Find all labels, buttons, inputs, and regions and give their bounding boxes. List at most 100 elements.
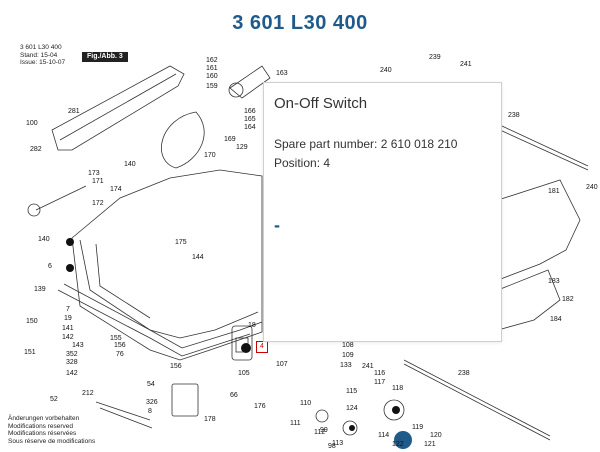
part-number-140-top[interactable]: 140 xyxy=(124,161,136,168)
drawing-footer: Änderungen vorbehalten Modifications res… xyxy=(8,415,95,445)
part-number-156-b[interactable]: 156 xyxy=(170,363,182,370)
part-number-160[interactable]: 160 xyxy=(206,73,218,80)
part-number-66[interactable]: 66 xyxy=(230,392,238,399)
part-number-114[interactable]: 114 xyxy=(378,432,390,439)
part-number-117[interactable]: 117 xyxy=(374,379,386,386)
part-number-151[interactable]: 151 xyxy=(24,349,36,356)
spare-part-number: Spare part number: 2 610 018 210 xyxy=(274,137,458,151)
part-number-122[interactable]: 122 xyxy=(392,441,404,448)
part-number-109[interactable]: 109 xyxy=(342,352,354,359)
part-number-99[interactable]: 99 xyxy=(320,427,328,434)
part-number-133[interactable]: 133 xyxy=(340,362,352,369)
part-281-bracket xyxy=(51,65,185,151)
part-number-108[interactable]: 108 xyxy=(342,342,354,349)
part-number-119[interactable]: 119 xyxy=(412,424,424,431)
part-number-241[interactable]: 241 xyxy=(460,61,472,68)
footer-line-3: Modifications réservées xyxy=(8,430,77,437)
part-number-169[interactable]: 169 xyxy=(224,136,236,143)
part-number-18[interactable]: 18 xyxy=(248,322,256,329)
part-number-54[interactable]: 54 xyxy=(147,381,155,388)
part-number-100[interactable]: 100 xyxy=(26,120,38,127)
part-number-124[interactable]: 124 xyxy=(346,405,358,412)
part-number-116[interactable]: 116 xyxy=(374,370,386,377)
header-line-2: Stand: 15-04 xyxy=(20,51,58,59)
part-number-7[interactable]: 7 xyxy=(66,306,70,313)
part-178-box xyxy=(171,383,199,417)
part-number-120[interactable]: 120 xyxy=(430,432,442,439)
part-number-183[interactable]: 183 xyxy=(548,278,560,285)
part-number-76[interactable]: 76 xyxy=(116,351,124,358)
dust-port xyxy=(229,65,271,99)
part-number-142[interactable]: 142 xyxy=(62,334,74,341)
part-number-176[interactable]: 176 xyxy=(254,403,266,410)
hotspot-position-4[interactable]: 4 xyxy=(256,341,268,353)
extension-frame xyxy=(497,179,581,281)
rail-238-bottom xyxy=(403,359,551,437)
part-number-129[interactable]: 129 xyxy=(236,144,248,151)
part-number-140-left[interactable]: 140 xyxy=(38,236,50,243)
part-number-6[interactable]: 6 xyxy=(48,263,52,270)
part-number-238[interactable]: 238 xyxy=(508,112,520,119)
part-number-8[interactable]: 8 xyxy=(148,408,152,415)
part-number-165[interactable]: 165 xyxy=(244,116,256,123)
part-number-282[interactable]: 282 xyxy=(30,146,42,153)
part-number-161[interactable]: 161 xyxy=(206,65,218,72)
part-number-118[interactable]: 118 xyxy=(392,385,404,392)
part-number-139[interactable]: 139 xyxy=(34,286,46,293)
part-number-162[interactable]: 162 xyxy=(206,57,218,64)
part-number-164[interactable]: 164 xyxy=(244,124,256,131)
part-number-111[interactable]: 111 xyxy=(290,420,301,427)
part-number-181[interactable]: 181 xyxy=(548,188,560,195)
part-number-113[interactable]: 113 xyxy=(332,440,344,447)
header-line-1: 3 601 L30 400 xyxy=(20,44,62,51)
part-number-110[interactable]: 110 xyxy=(300,400,312,407)
part-number-175[interactable]: 175 xyxy=(175,239,187,246)
part-number-352[interactable]: 352 xyxy=(66,351,78,358)
part-number-328[interactable]: 328 xyxy=(66,359,78,366)
part-number-212[interactable]: 212 xyxy=(82,390,94,397)
part-number-105[interactable]: 105 xyxy=(238,370,250,377)
part-number-171[interactable]: 171 xyxy=(92,178,104,185)
part-number-143[interactable]: 143 xyxy=(72,342,84,349)
part-number-178[interactable]: 178 xyxy=(204,416,216,423)
part-number-182[interactable]: 182 xyxy=(562,296,574,303)
part-number-239[interactable]: 239 xyxy=(429,54,441,61)
page-title: 3 601 L30 400 xyxy=(232,12,368,34)
part-number-172[interactable]: 172 xyxy=(92,200,104,207)
part-number-174[interactable]: 174 xyxy=(110,186,122,193)
part-number-121[interactable]: 121 xyxy=(424,441,436,448)
tooltip-title: On-Off Switch xyxy=(274,95,368,112)
part-number-112[interactable]: 112 xyxy=(314,429,326,436)
part-info-tooltip: On-Off Switch Spare part number: 2 610 0… xyxy=(263,82,502,342)
gear-118 xyxy=(383,399,405,421)
drawing-header: 3 601 L30 400 Stand: 15-04 Issue: 15-10-… xyxy=(20,44,128,67)
part-number-184[interactable]: 184 xyxy=(550,316,562,323)
part-number-144[interactable]: 144 xyxy=(192,254,204,261)
part-number-163[interactable]: 163 xyxy=(276,70,288,77)
part-number-166[interactable]: 166 xyxy=(244,108,256,115)
part-number-156-a[interactable]: 156 xyxy=(114,342,126,349)
part-number-241-b[interactable]: 241 xyxy=(362,363,374,370)
part-position: Position: 4 xyxy=(274,156,331,170)
part-number-19[interactable]: 19 xyxy=(64,315,72,322)
part-number-141[interactable]: 141 xyxy=(62,325,74,332)
part-number-240-b[interactable]: 240 xyxy=(586,184,598,191)
footer-line-4: Sous réserve de modifications xyxy=(8,437,96,445)
part-number-150[interactable]: 150 xyxy=(26,318,38,325)
part-number-238-b[interactable]: 238 xyxy=(458,370,470,377)
part-number-98[interactable]: 98 xyxy=(328,443,336,450)
header-line-3: Issue: 15-10-07 xyxy=(20,59,66,66)
part-number-326[interactable]: 326 xyxy=(146,399,158,406)
part-number-107[interactable]: 107 xyxy=(276,361,288,368)
part-number-155[interactable]: 155 xyxy=(110,335,122,342)
part-number-52[interactable]: 52 xyxy=(50,396,58,403)
part-number-159[interactable]: 159 xyxy=(206,83,218,90)
part-number-281[interactable]: 281 xyxy=(68,108,80,115)
tooltip-link-dash[interactable]: - xyxy=(274,215,280,235)
part-number-142-b[interactable]: 142 xyxy=(66,370,78,377)
part-number-115[interactable]: 115 xyxy=(346,388,358,395)
part-number-240[interactable]: 240 xyxy=(380,67,392,74)
part-number-170[interactable]: 170 xyxy=(204,152,216,159)
part-number-173[interactable]: 173 xyxy=(88,170,100,177)
